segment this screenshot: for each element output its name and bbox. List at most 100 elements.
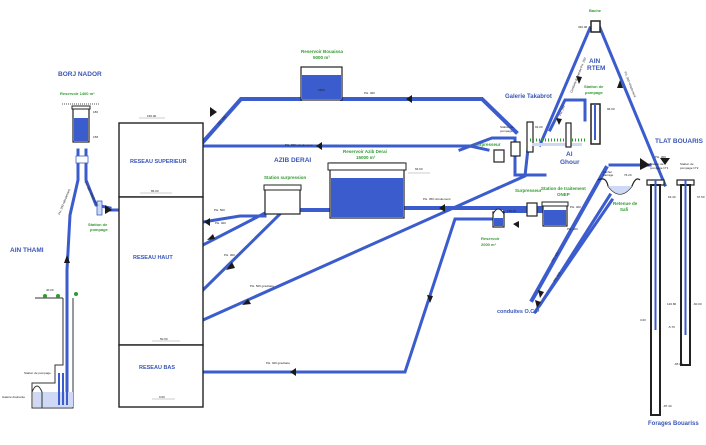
borj-reservoir-lid [71,105,91,110]
flow-arrow-icon [535,300,541,308]
barrage-note-1: Lâcher [603,170,612,174]
pipe-label: PH. 400 [570,205,581,209]
forages-bouariss-title: Forages Bouariss [648,421,699,427]
pipe-ocp-2 [532,197,615,315]
al-ghour-title-2: Ghour [560,159,580,166]
flow-arrow-icon [64,255,70,263]
takabrot-box [510,141,521,157]
barrage-level: 76.20 [624,173,632,177]
flow-arrow-icon [513,221,519,228]
takabrot-station-label-1: Station de [500,125,514,129]
borj-level-top: 180 [93,110,98,114]
azib-water [331,178,403,217]
pipe-takabrot [458,136,547,177]
level-haut-bottom: 50.00 [160,337,168,341]
well-outline [31,298,74,409]
forage-1-level-d: -87.40 [663,404,672,408]
pipe-tlat-barrage [529,165,609,303]
takabrot-group: Galerie Takabrot Surpresseur Station de … [474,94,585,166]
pipe-haut-2 [200,211,283,293]
station-p1-label-1: Station de [650,162,664,166]
pump-icon [96,200,103,216]
flow-arrow-icon [427,295,433,303]
shrub-icon [43,294,47,298]
traitement-label-2: ONEP [557,192,570,197]
pipe-label: PH. 400 gravitaire [266,361,290,365]
borj-level-bottom: 158 [93,135,98,139]
borj-station-label-1: Station de [88,222,108,227]
barrage-note-2: barrage [603,173,614,177]
level-bas-bottom: 0.00 [159,395,165,399]
al-ghour-title-1: Al [566,151,573,158]
pipe-label: PH. 400 [567,227,578,231]
pipes [65,26,667,397]
rtem-station-label-2: pompage [585,90,604,95]
barrage-label-1: Retenue de [613,201,638,206]
bouaissa-water [302,75,341,99]
flow-arrow-icon [204,218,210,226]
galerie-arch [31,385,43,408]
thami-level: 40.00 [46,288,54,292]
pipe-borj-right [84,148,112,210]
surpresseur-1-box [493,149,505,163]
pipe-label: PH. 300 [224,253,235,257]
surpresseur-1-label: Surpresseur [474,142,501,147]
valve-icon [75,155,89,164]
pipe-haut-3 [201,186,500,322]
barrage-label-2: Safi [620,207,628,212]
forage-1-level-b: 3.00 [640,318,646,322]
ocp-label: conduites O.C.P [497,309,540,315]
azib-tank-lid [327,162,407,171]
reseau-superieur-label: RESEAU SUPERIEUR [130,159,187,165]
onep-reservoir-water [494,218,503,226]
reseau-haut-box [118,196,204,346]
flow-arrow-icon [556,118,562,125]
station-p2-label-2: pompage N°2 [680,166,699,170]
azib-level: 66.00 [415,167,423,171]
pipe-bouaissa [200,97,302,145]
azib-derai-group: AZIB DERAI Reservoir Azib Derai 15000 m³… [204,142,451,376]
bache-label: Bache [589,8,602,13]
station-p1-label-2: pompage N°1 [650,166,669,170]
pipe-label: PH. 400 [215,221,226,225]
galerie-takabrot-title: Galerie Takabrot [505,94,552,100]
flow-arrow-icon [576,76,582,84]
reseau-bas-label: RESEAU BAS [139,365,175,371]
azib-reservoir-label-1: Reservoir Azib Derai [343,149,387,154]
flow-arrow-icon [316,142,322,150]
bache-level: 340.00 [578,25,588,29]
thami-station-label: Station de pompage [24,371,51,375]
surpresseur-2-label: Surpresseur [515,188,542,193]
traitement-label-1: Station de traitement [541,186,586,191]
bouaissa-level: 1600 [318,88,325,92]
barrage-water [608,186,632,194]
flow-arrow-icon [617,80,623,88]
takabrot-station-label-2: pompage [500,129,513,133]
pipe-label: PH. 400 [550,251,559,263]
network-blocks: RESEAU SUPERIEUR RESEAU HAUT RESEAU BAS … [118,114,204,408]
surpresseur-2-box [526,202,538,217]
tlat-p2-level: 67.50 [697,195,705,199]
onep-reservoir-dome [492,208,505,215]
onep-level: 118.40 [507,209,516,213]
pipe-label: PH. 300 refoulement [285,143,313,147]
borj-reservoir-label: Reservoir 1400 m³ [60,91,95,96]
forage-2-level-a: -60.00 [693,302,702,306]
flow-arrow-icon [207,234,215,240]
borj-station-label-2: pompage [90,227,109,232]
pipe-borj-left [65,148,80,397]
thami-galerie-label: Galerie drainante [2,395,25,399]
pipe-rtem-right [598,26,667,187]
pipe-label: PH. 400 [364,91,375,95]
onep-reservoir-label-2: 2000 m³ [481,242,497,247]
level-superieur-top: 150.00 [147,114,157,118]
station-surpression-box [264,187,301,215]
level-superieur-bottom: 86.00 [151,189,159,193]
pipe-label: PH. 400 [217,115,227,126]
pipe-bas [201,217,497,374]
galerie-water [532,143,582,146]
flow-arrow-icon [242,299,251,305]
pipe-rtem-station [547,98,587,133]
pipe-label: PH. 300 refoulement [83,181,100,207]
flow-arrow-icon [226,262,235,270]
